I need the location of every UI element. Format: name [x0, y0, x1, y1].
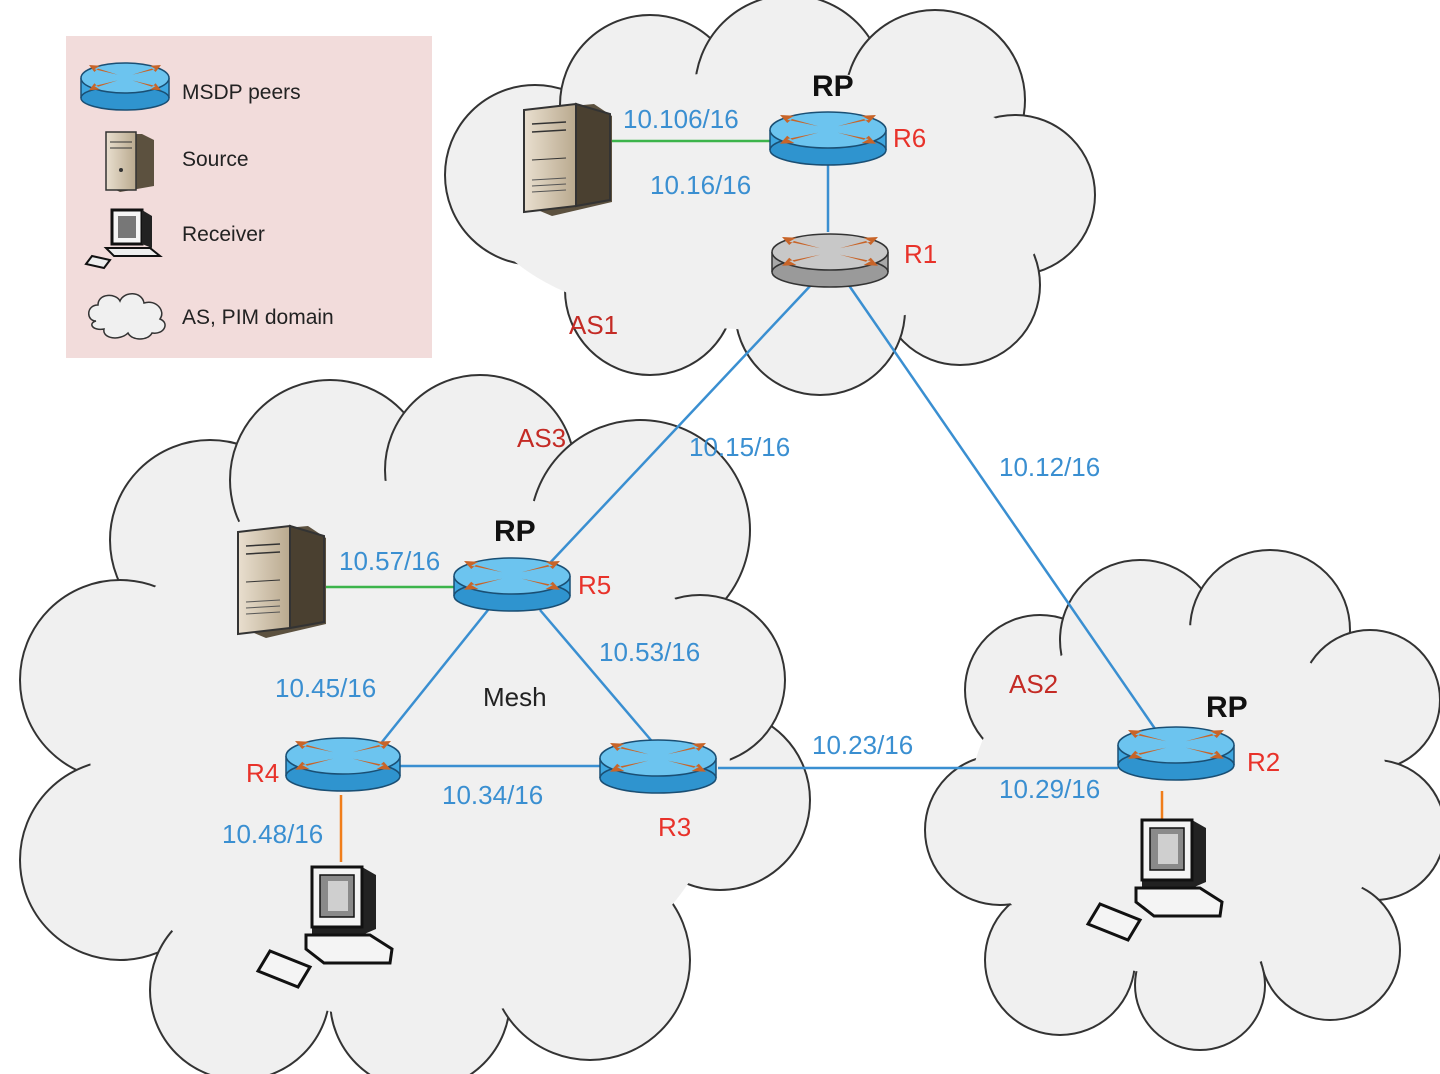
subnet-label-10-16: 10.16/16: [650, 170, 751, 200]
as2-label: AS2: [1009, 669, 1058, 699]
as1-cloud: [444, 0, 1096, 396]
link-r1-r2: [846, 283, 1162, 737]
r2-label: R2: [1247, 747, 1280, 777]
link-r5-r3: [539, 609, 657, 747]
link-r5-r4: [381, 609, 489, 743]
link-r1-r5: [547, 283, 813, 566]
subnet-label-10-57: 10.57/16: [339, 546, 440, 576]
subnet-label-10-48: 10.48/16: [222, 819, 323, 849]
r2-rp-label: RP: [1206, 691, 1248, 724]
subnet-label-10-45: 10.45/16: [275, 673, 376, 703]
as3-label: AS3: [517, 423, 566, 453]
as2-cloud: [924, 549, 1440, 1051]
subnet-label-10-12: 10.12/16: [999, 452, 1100, 482]
workstation-icon: [84, 208, 163, 270]
subnet-label-10-106: 10.106/16: [623, 104, 739, 134]
r4-label: R4: [246, 758, 279, 788]
legend-label-msdp-peers: MSDP peers: [182, 81, 301, 104]
r1-label: R1: [904, 239, 937, 269]
r3-label: R3: [658, 812, 691, 842]
subnet-label-10-15: 10.15/16: [689, 432, 790, 462]
legend-label-source: Source: [182, 148, 249, 171]
subnet-label-10-23: 10.23/16: [812, 730, 913, 760]
r6-rp-label: RP: [812, 70, 854, 103]
r6-label: R6: [893, 123, 926, 153]
router-r6: [769, 111, 887, 166]
router-r1: [771, 233, 889, 288]
legend-label-receiver: Receiver: [182, 223, 265, 246]
r5-label: R5: [578, 570, 611, 600]
router-r2: [1117, 726, 1235, 781]
as3-cloud: [19, 374, 811, 1074]
legend: MSDP peers Source Receiver AS, PIM domai…: [66, 36, 432, 358]
as1-label: AS1: [569, 310, 618, 340]
cloud-icon: [88, 293, 166, 340]
router-r3: [599, 739, 717, 794]
r5-rp-label: RP: [494, 515, 536, 548]
router-icon: [80, 62, 170, 111]
mesh-label: Mesh: [483, 682, 547, 712]
legend-label-as-pim-domain: AS, PIM domain: [182, 306, 334, 329]
source-server-as1: [523, 102, 612, 216]
source-server-as3: [237, 524, 326, 638]
server-icon: [105, 131, 154, 192]
router-r4: [285, 737, 401, 792]
subnet-label-10-29: 10.29/16: [999, 774, 1100, 804]
receiver-workstation-as2: [1085, 818, 1224, 942]
router-r5: [453, 557, 571, 612]
subnet-label-10-53: 10.53/16: [599, 637, 700, 667]
receiver-workstation-as3: [255, 865, 394, 989]
subnet-label-10-34: 10.34/16: [442, 780, 543, 810]
